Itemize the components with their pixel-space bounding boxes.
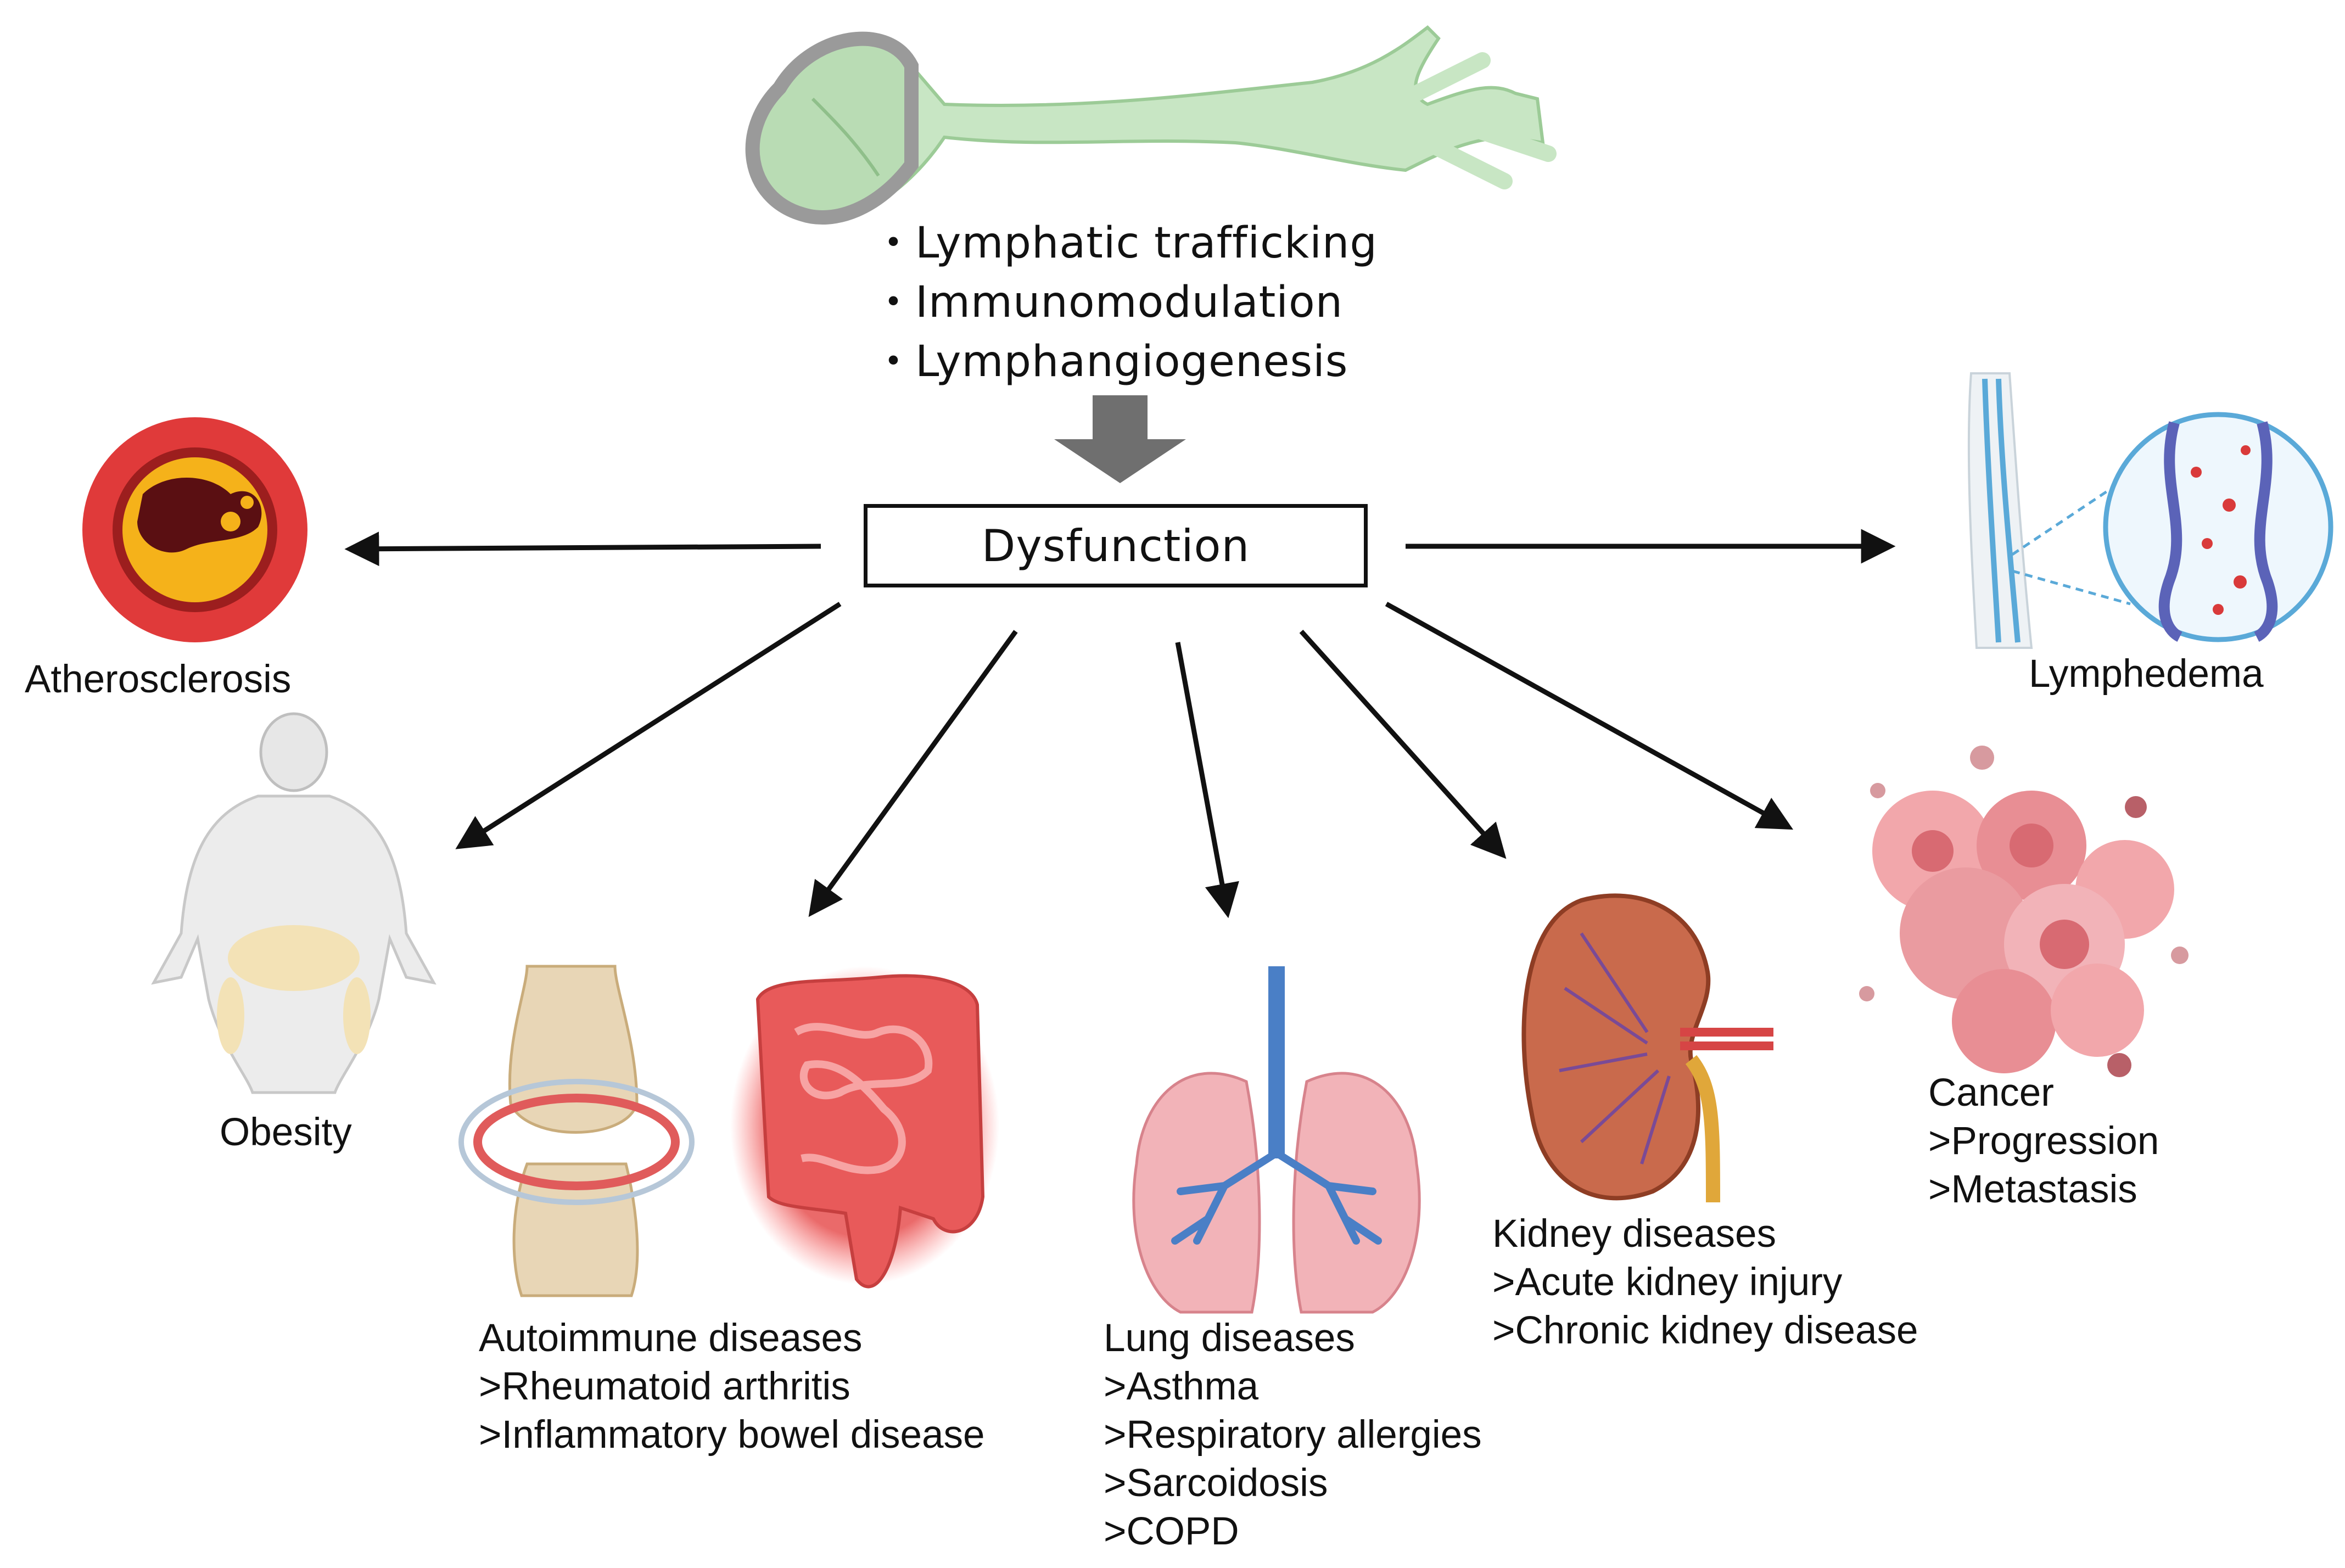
- cancer-block: Cancer >Progression >Metastasis: [1928, 1069, 2159, 1214]
- intestine-icon: [730, 966, 999, 1289]
- dysfunction-box: Dysfunction: [864, 504, 1368, 587]
- kidney-block: Kidney diseases >Acute kidney injury >Ch…: [1492, 1211, 1918, 1356]
- autoimmune-block: Autoimmune diseases >Rheumatoid arthriti…: [479, 1315, 984, 1460]
- lymphedema-icon: [1967, 372, 2333, 649]
- kidney-icon: [1521, 893, 1773, 1203]
- bullet-mark: ・: [872, 337, 916, 387]
- kidney-item: >Acute kidney injury: [1492, 1261, 1843, 1304]
- artery-icon: [82, 417, 307, 642]
- kidney-item: >Chronic kidney disease: [1492, 1309, 1918, 1352]
- mechanism-item-2: ・Immunomodulation: [872, 278, 1344, 327]
- kidney-title: Kidney diseases: [1492, 1212, 1777, 1256]
- lymphedema-label: Lymphedema: [2029, 652, 2264, 696]
- cancer-item: >Progression: [1928, 1119, 2159, 1163]
- lung-item: >COPD: [1104, 1510, 1239, 1553]
- bullet-mark: ・: [872, 278, 916, 327]
- cancer-cells-icon: [1859, 746, 2189, 1077]
- mechanism-item-3: ・Lymphangiogenesis: [872, 337, 1348, 387]
- arrow-to-atherosclerosis: [344, 531, 821, 567]
- obesity-label: Obesity: [220, 1111, 352, 1154]
- autoimmune-title: Autoimmune diseases: [479, 1317, 863, 1360]
- cancer-item: >Metastasis: [1928, 1168, 2137, 1211]
- lung-item: >Respiratory allergies: [1104, 1413, 1482, 1457]
- connector-arrows: [344, 529, 1896, 919]
- obesity-figure-icon: [151, 712, 436, 1094]
- autoimmune-item: >Rheumatoid arthritis: [479, 1365, 850, 1408]
- arrow-to-kidney: [1299, 629, 1507, 859]
- lymphatic-vessel-icon: [745, 25, 1557, 225]
- arrow-to-cancer: [1385, 602, 1794, 830]
- lungs-icon: [1132, 966, 1421, 1314]
- autoimmune-item: >Inflammatory bowel disease: [479, 1413, 985, 1457]
- joint-icon: [458, 965, 695, 1297]
- cancer-title: Cancer: [1928, 1071, 2054, 1115]
- arrow-to-lung: [1175, 642, 1239, 919]
- arrow-to-autoimmune: [808, 630, 1018, 917]
- mechanism-item-1: ・Lymphatic trafficking: [872, 219, 1378, 268]
- lung-item: >Sarcoidosis: [1104, 1461, 1328, 1505]
- bullet-mark: ・: [872, 219, 916, 268]
- lung-item: >Asthma: [1104, 1365, 1259, 1408]
- lung-block: Lung diseases >Asthma >Respiratory aller…: [1104, 1315, 1482, 1556]
- dysfunction-label: Dysfunction: [981, 520, 1250, 572]
- arrow-to-obesity: [455, 602, 842, 849]
- atherosclerosis-label: Atherosclerosis: [25, 658, 292, 701]
- gray-down-arrow: [1054, 395, 1186, 483]
- lung-title: Lung diseases: [1104, 1317, 1355, 1360]
